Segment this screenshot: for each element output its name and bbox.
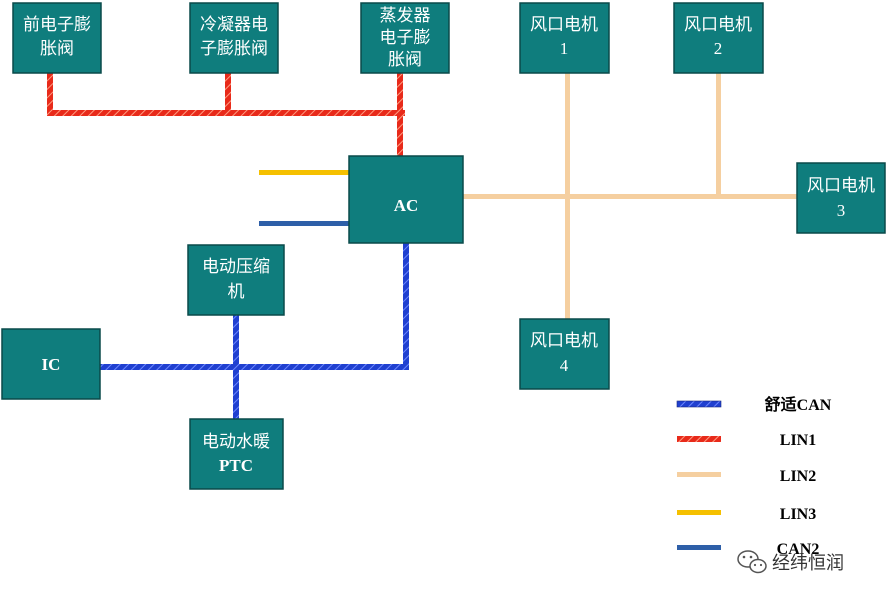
node-condenser-exv-line-1: 冷凝器电 <box>200 15 268 34</box>
comfort-can-bus <box>100 243 409 420</box>
comfort-can-horizontal-line <box>100 364 409 370</box>
node-front-exv: 前电子膨 胀阀 <box>12 2 102 74</box>
watermark: 经纬恒润 <box>737 550 844 574</box>
lin1-drop-front-exv <box>47 72 53 116</box>
node-vent-motor-4: 风口电机 4 <box>519 318 610 390</box>
node-front-exv-line-2: 胀阀 <box>40 39 74 58</box>
node-evaporator-exv-line-1: 蒸发器 <box>380 6 431 25</box>
legend-item-lin1: LIN1 <box>677 432 816 449</box>
can2-stub-line <box>259 221 349 226</box>
legend-item-comfort-can: 舒适CAN <box>676 395 832 414</box>
lin2-drop-motor-2 <box>716 72 721 197</box>
node-ptc-line-1: 电动水暖 <box>202 432 270 451</box>
node-vent-motor-1-line-1: 风口电机 <box>530 15 598 34</box>
legend-label-can2: CAN2 <box>777 541 820 558</box>
lin1-drop-condenser-exv <box>225 72 231 116</box>
node-vent-motor-3-line-2: 3 <box>837 201 846 220</box>
node-vent-motor-1-line-2: 1 <box>560 39 569 58</box>
lin2-bus <box>462 72 798 319</box>
node-evaporator-exv-line-2: 电子膨 <box>380 28 431 47</box>
legend-label-lin3: LIN3 <box>780 506 816 523</box>
node-ic-label: IC <box>42 355 61 374</box>
node-vent-motor-1: 风口电机 1 <box>519 2 610 74</box>
legend-swatch-comfort-can <box>676 400 722 408</box>
lin2-vertical-motor-1-4 <box>565 72 570 319</box>
node-vent-motor-4-line-2: 4 <box>560 356 569 375</box>
watermark-text: 经纬恒润 <box>772 553 844 574</box>
node-vent-motor-2-line-2: 2 <box>714 39 723 58</box>
legend-item-lin3: LIN3 <box>677 506 816 523</box>
node-vent-motor-3: 风口电机 3 <box>796 162 886 234</box>
lin2-horizontal-line <box>462 194 798 199</box>
legend-item-can2: CAN2 <box>677 541 819 558</box>
lin3-stub-line <box>259 170 349 175</box>
legend-label-comfort-can: 舒适CAN <box>765 395 832 414</box>
legend-label-lin1: LIN1 <box>780 432 816 449</box>
legend-swatch-lin3 <box>677 510 721 515</box>
lin1-drop-evaporator-exv-ac <box>397 72 403 156</box>
comfort-can-compressor-ptc-line <box>233 313 239 420</box>
wechat-icon <box>737 550 767 574</box>
comfort-can-ac-drop <box>403 243 409 370</box>
node-vent-motor-4-line-1: 风口电机 <box>530 331 598 350</box>
node-compressor-line-1: 电动压缩 <box>202 257 270 276</box>
node-front-exv-line-1: 前电子膨 <box>23 15 91 34</box>
node-condenser-exv-line-2: 子膨胀阀 <box>200 39 268 58</box>
node-condenser-exv: 冷凝器电 子膨胀阀 <box>189 2 279 74</box>
legend-swatch-lin1 <box>677 436 721 442</box>
legend-label-lin2: LIN2 <box>780 468 816 485</box>
node-compressor: 电动压缩 机 <box>187 244 285 316</box>
legend-swatch-can2 <box>677 545 721 550</box>
node-vent-motor-3-line-1: 风口电机 <box>807 176 875 195</box>
node-ptc: 电动水暖 PTC <box>189 418 284 490</box>
legend-swatch-lin2 <box>677 472 721 477</box>
node-evaporator-exv: 蒸发器 电子膨 胀阀 <box>360 2 450 74</box>
node-compressor-line-2: 机 <box>228 282 245 301</box>
node-evaporator-exv-line-3: 胀阀 <box>388 50 422 69</box>
node-ic: IC <box>1 328 101 400</box>
node-vent-motor-2: 风口电机 2 <box>673 2 764 74</box>
legend-item-lin2: LIN2 <box>677 468 816 485</box>
legend: 舒适CAN LIN1 LIN2 LIN3 CAN2 <box>676 395 832 558</box>
node-ac: AC <box>348 155 464 244</box>
node-ac-label: AC <box>394 196 419 215</box>
node-vent-motor-2-line-1: 风口电机 <box>684 15 752 34</box>
node-ptc-line-2: PTC <box>219 456 253 475</box>
lin1-bus <box>47 72 405 156</box>
